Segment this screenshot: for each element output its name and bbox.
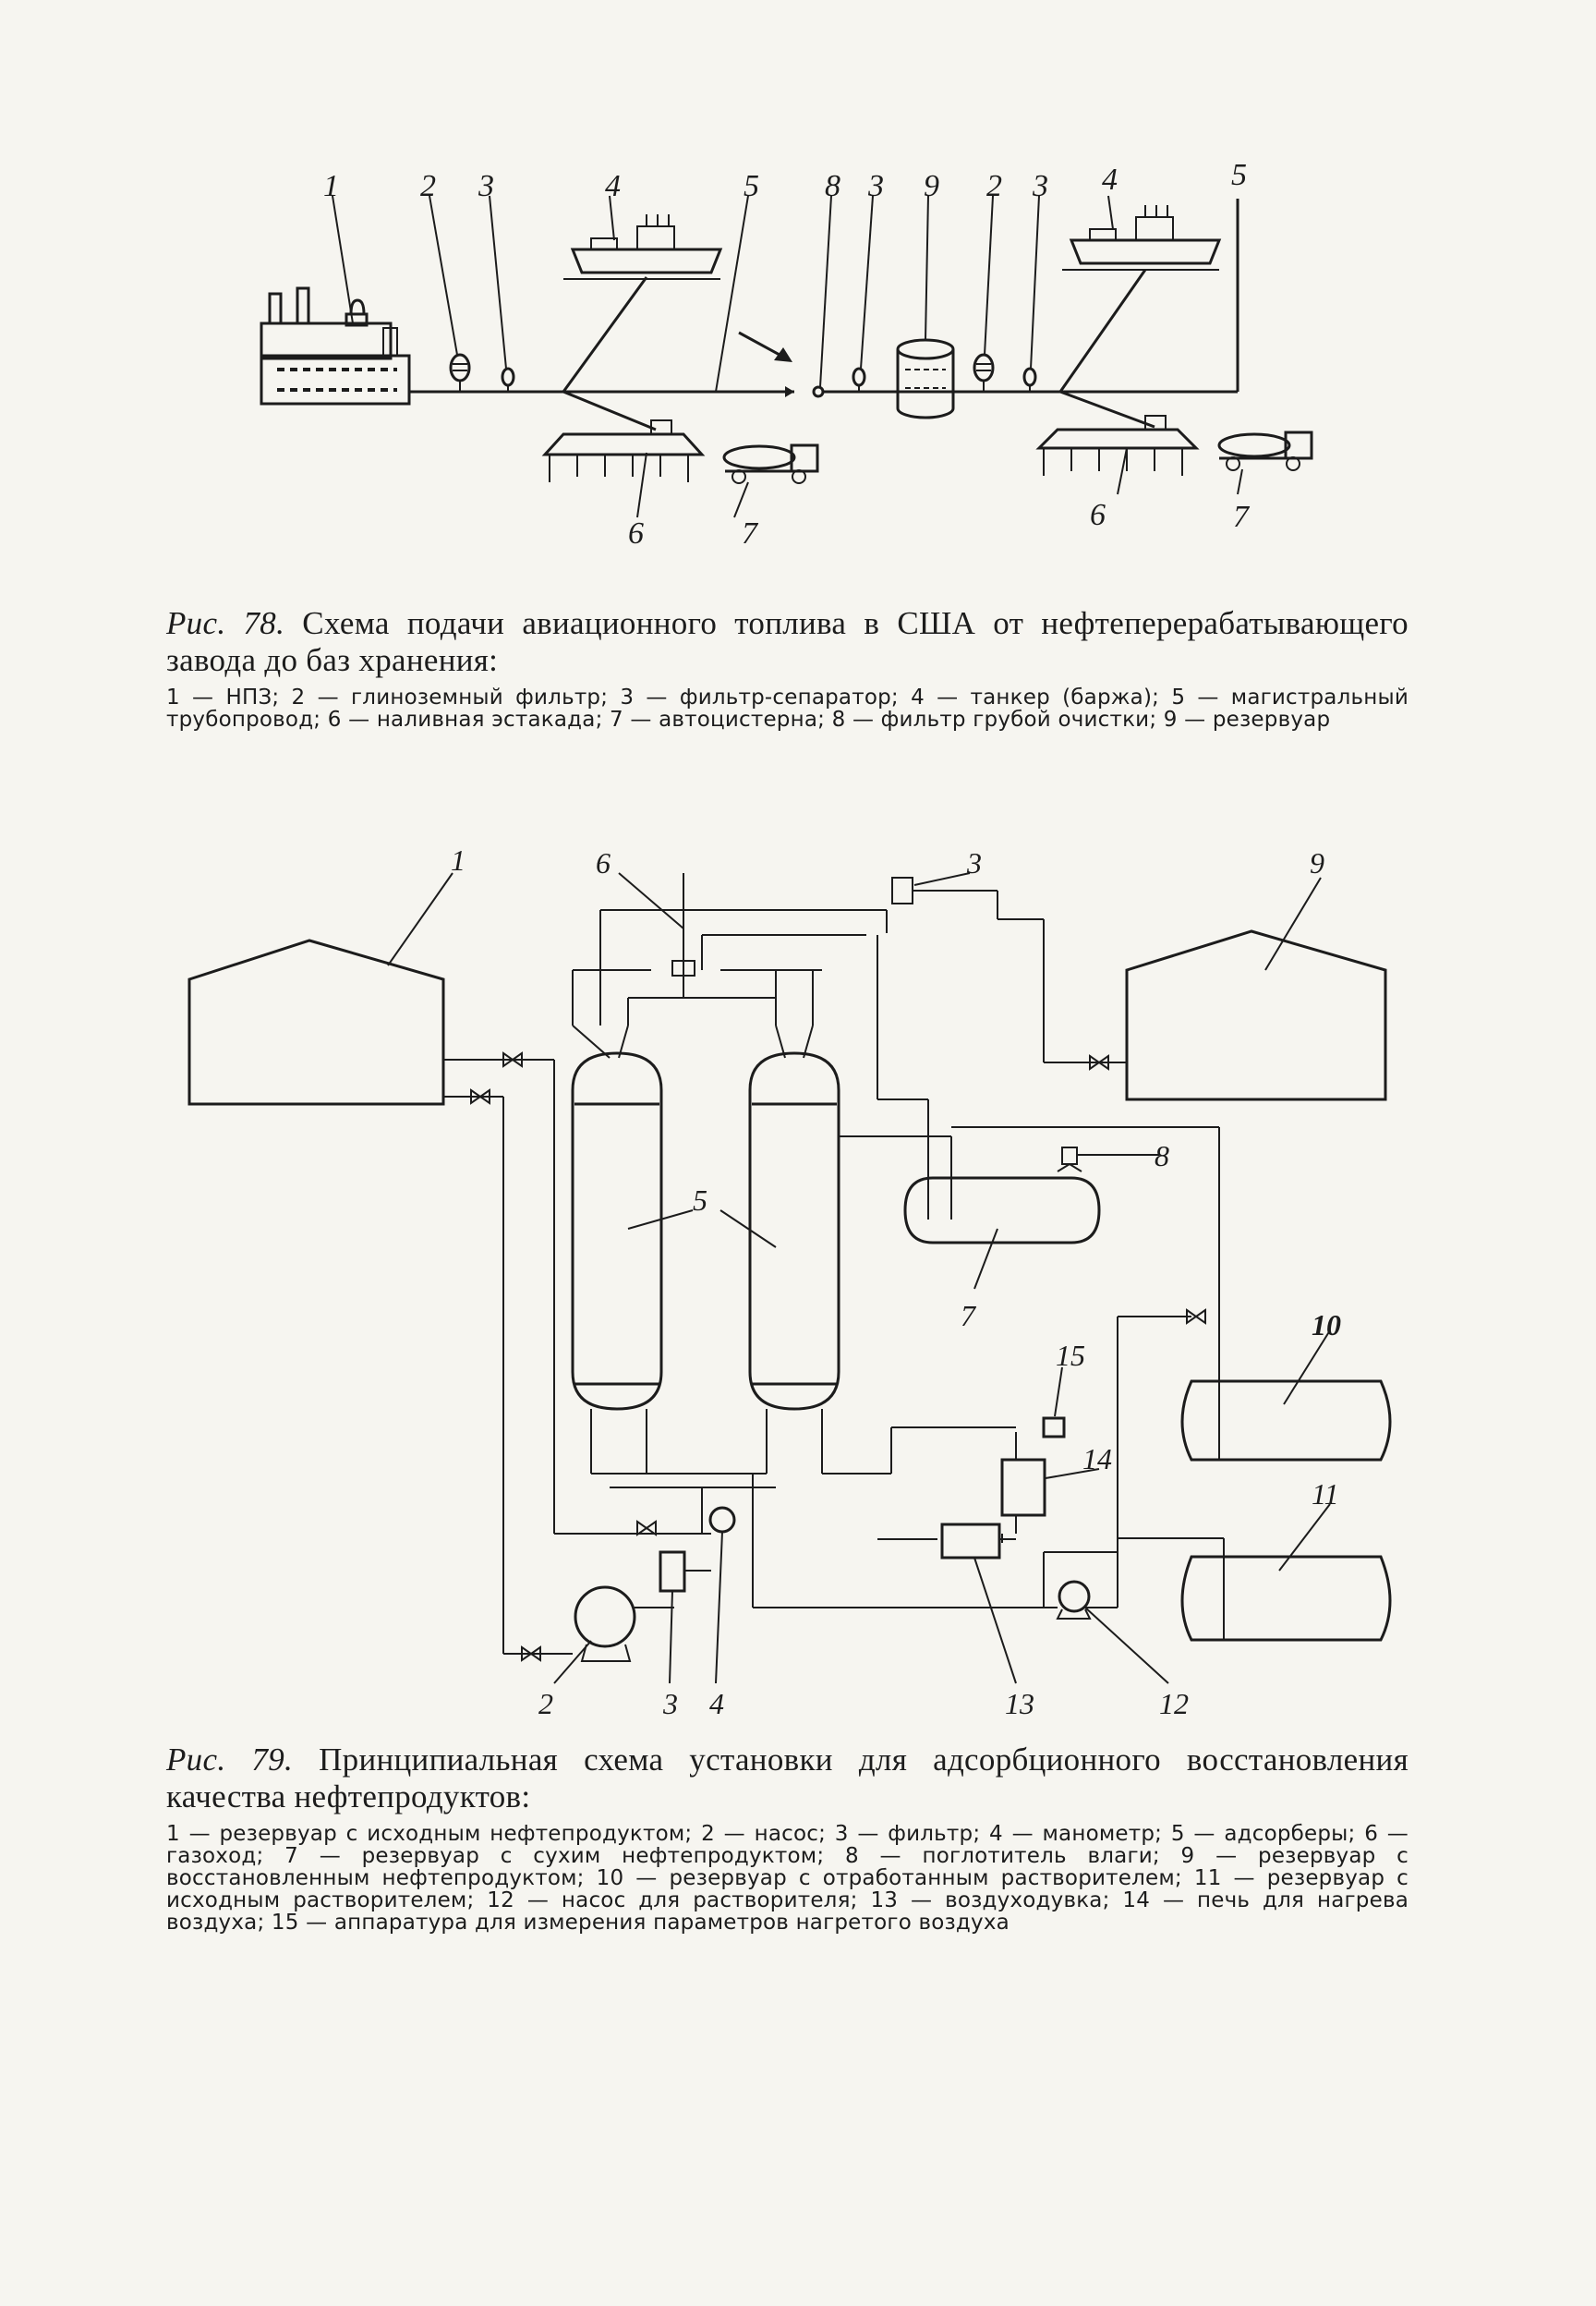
air-heater-box [1000,1458,1046,1517]
figure-78-legend: 1 — НПЗ; 2 — глиноземный фильтр; 3 — фил… [166,686,1409,732]
figure-79-legend: 1 — резервуар с исходным нефтепродуктом;… [166,1822,1409,1935]
label-pipeline: 5 [744,169,759,203]
tank-truck-icon-2 [1217,431,1313,471]
label-gas-duct: 6 [596,846,611,880]
label-moisture-absorber: 8 [1155,1139,1169,1172]
filter-separator-icon [501,367,515,392]
loading-rack-icon [541,419,706,482]
top-piping [572,873,1220,1446]
label-air-heater: 14 [1082,1442,1112,1475]
spent-solvent-tank [1180,1379,1392,1462]
label-tanker: 4 [605,169,621,203]
label-tank-truck-2: 7 [1233,500,1251,534]
label-air-gauge: 15 [1056,1339,1085,1372]
label-manometer: 4 [709,1687,724,1720]
restored-product-tank [1125,929,1387,1101]
figure-78-caption: Рис. 78. Схема подачи авиационного топли… [166,605,1409,731]
figure-78-number: Рис. 78. [166,605,285,641]
tank-truck-icon [722,443,819,484]
figure-78-diagram: 1 2 3 4 5 8 3 9 2 3 4 5 6 7 6 7 [260,158,1313,551]
label-pipeline-2: 5 [1231,158,1247,192]
filter-separator-icon-3 [1022,367,1037,392]
coarse-filter-icon [812,385,825,398]
label-dry-product-tank: 7 [961,1299,977,1332]
flow-arrow-icon [738,331,792,362]
adsorber-left [571,1051,663,1411]
manometer-icon [708,1506,736,1534]
label-filter-separator: 3 [478,169,494,203]
label-alumina-filter: 2 [420,169,436,203]
label-adsorbers: 5 [693,1183,707,1217]
label-restored-tank: 9 [1310,846,1324,880]
label-spent-solvent-tank: 10 [1312,1308,1341,1341]
tanker-icon [563,214,723,280]
figure-79-title: Принципиальная схема установки для адсор… [166,1742,1409,1814]
valves [470,1051,1206,1662]
label-filter-separator-3: 3 [1032,169,1048,203]
figure-79-caption: Рис. 79. Принципиальная схема установки … [166,1742,1409,1934]
figure-78-title: Схема подачи авиационного топлива в США … [166,605,1409,678]
label-filter-separator-2: 3 [867,169,884,203]
label-filter-top: 3 [966,846,982,880]
label-reservoir: 9 [924,169,939,203]
reservoir-icon [896,338,955,419]
pump-icon [574,1550,711,1662]
fresh-solvent-tank [1180,1555,1392,1642]
dry-product-tank [903,1147,1145,1244]
label-fresh-solvent-tank: 11 [1312,1477,1339,1511]
filter-separator-icon-2 [852,367,866,392]
air-gauge-box [1042,1416,1066,1438]
label-alumina-filter-2: 2 [986,169,1002,203]
figure-79-number: Рис. 79. [166,1742,294,1778]
rack-branch-line [562,390,657,431]
label-filter: 3 [662,1687,678,1720]
label-pump: 2 [538,1687,553,1720]
label-tank-truck: 7 [742,516,759,551]
label-tanker-2: 4 [1102,163,1118,197]
label-refinery: 1 [323,169,339,203]
figure-79-diagram: 1 6 3 9 5 8 7 10 15 14 11 2 3 4 13 12 [187,844,1392,1720]
label-loading-rack-2: 6 [1090,498,1106,532]
solvent-pump-icon [1056,1580,1092,1620]
alumina-filter-icon-2 [973,353,995,392]
label-solvent-pump: 12 [1159,1687,1189,1720]
label-coarse-filter: 8 [825,169,840,203]
source-product-tank [187,939,445,1106]
loading-rack-icon-2 [1035,415,1200,476]
tanker-branch-line [562,276,648,393]
alumina-filter-icon [449,353,471,392]
label-source-tank: 1 [451,844,466,877]
label-blower: 13 [1005,1687,1034,1720]
refinery-icon [260,286,411,406]
lower-piping [443,1059,1225,1655]
tanker-icon-2 [1062,205,1222,271]
adsorber-right [748,1051,840,1411]
label-loading-rack: 6 [628,516,644,551]
blower-box [940,1523,1001,1560]
